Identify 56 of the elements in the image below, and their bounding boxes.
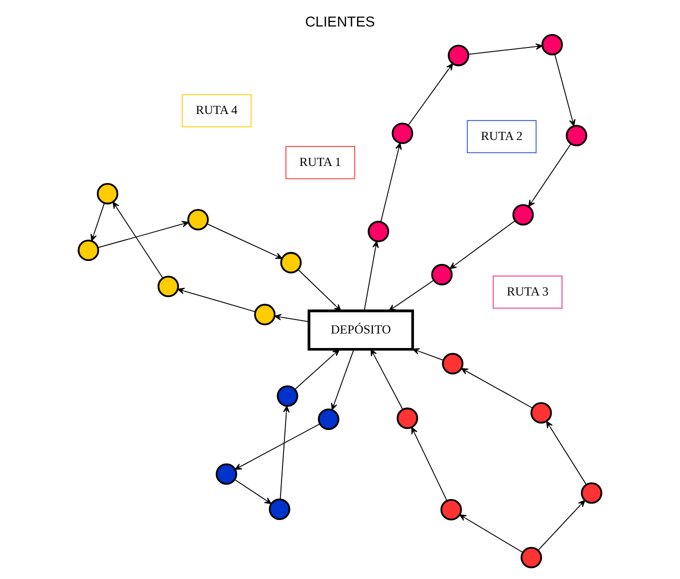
arrow: [546, 420, 587, 485]
arrow: [461, 368, 533, 408]
arrow: [554, 54, 576, 126]
arrow: [364, 240, 379, 312]
node-circle: [396, 408, 418, 429]
node-circle: [280, 252, 302, 274]
arrow: [294, 349, 340, 390]
arrow: [528, 143, 572, 207]
arrow: [408, 63, 454, 126]
node-circle: [276, 385, 298, 407]
node-circle: [442, 352, 464, 374]
arrow: [90, 202, 105, 242]
arrow: [331, 348, 354, 410]
arrow: [450, 220, 516, 270]
node-circle: [216, 463, 238, 485]
node-circle: [96, 183, 118, 204]
arrow: [538, 500, 586, 551]
arrow: [234, 423, 320, 470]
node-circle: [254, 304, 276, 326]
arrow: [388, 280, 434, 312]
arrow: [112, 202, 164, 279]
arrow: [370, 348, 404, 410]
node-circle: [566, 124, 588, 146]
node-circle: [268, 498, 290, 520]
node-box: RUTA 3: [492, 276, 562, 309]
node-circle: [392, 122, 414, 144]
arrow: [280, 405, 290, 500]
node-box: DEPÓSITO: [308, 310, 414, 351]
node-circle: [580, 482, 602, 504]
node-box: RUTA 1: [285, 146, 356, 180]
node-circle: [78, 240, 100, 262]
node-circle: [541, 34, 563, 56]
node-circle: [158, 276, 179, 298]
arrow: [412, 348, 444, 361]
node-circle: [431, 264, 453, 286]
node-circle: [520, 546, 542, 568]
arrow: [206, 224, 282, 259]
arrow: [298, 269, 342, 312]
node-circle: [448, 44, 470, 66]
node-circle: [512, 204, 534, 226]
node-circle: [318, 408, 340, 430]
node-box: RUTA 2: [466, 120, 537, 154]
arrow: [274, 314, 310, 322]
arrow: [380, 142, 402, 222]
node-circle: [187, 208, 209, 230]
arrow: [468, 43, 543, 55]
arrow: [177, 288, 256, 312]
arrow: [234, 479, 272, 504]
node-circle: [368, 220, 390, 242]
arrow: [98, 220, 189, 248]
arrow: [411, 426, 448, 502]
arrow: [459, 514, 524, 553]
node-circle: [530, 402, 552, 424]
node-box: RUTA 4: [182, 94, 252, 128]
node-circle: [440, 498, 462, 520]
diagram-title: CLIENTES: [305, 14, 375, 31]
